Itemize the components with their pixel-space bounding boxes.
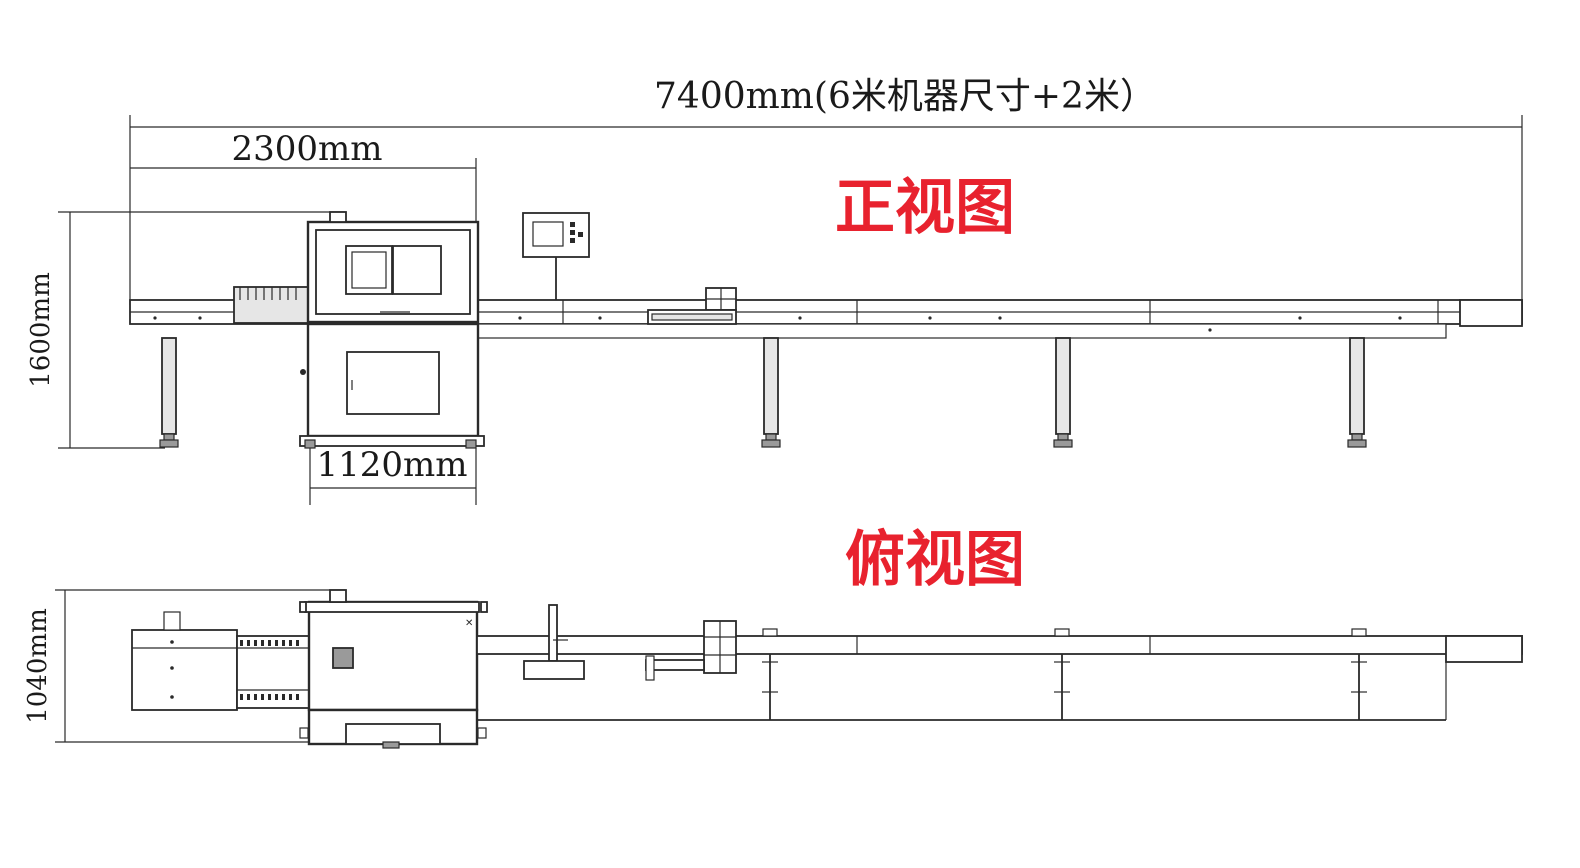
front-outfeed-end: [1459, 299, 1523, 327]
top-conveyor-brackets: [762, 628, 1367, 720]
front-sealer-window-right: [392, 245, 442, 295]
top-depth-label: 1040mm: [23, 608, 53, 723]
front-cabinet-door: [346, 351, 440, 415]
svg-text:✕: ✕: [465, 618, 473, 629]
top-conveyor-bed: [476, 635, 1523, 655]
front-leg: [161, 337, 177, 435]
front-leg: [763, 337, 779, 435]
top-sealer-control-box: [332, 647, 354, 669]
top-control-panel: [523, 660, 585, 680]
body-width-label: 1120mm: [316, 445, 467, 485]
top-view-title: 俯视图: [845, 525, 1025, 595]
top-view: ✕: [131, 589, 1523, 749]
front-height-label: 1600mm: [26, 272, 56, 387]
front-leg: [1349, 337, 1365, 435]
front-infeed-guard: [233, 286, 309, 324]
infeed-length-label: 2300mm: [231, 129, 382, 169]
front-view: [129, 211, 1523, 449]
overall-length-label: 7400mm(6米机器尺寸+2米）: [654, 76, 1156, 117]
top-pusher-arm: [645, 659, 705, 671]
front-conveyor-subrail: [475, 323, 1447, 339]
front-control-screen: [532, 221, 564, 247]
front-leg: [1055, 337, 1071, 435]
top-infeed-bed: [131, 629, 238, 711]
front-view-title: 正视图: [835, 173, 1015, 243]
top-control-post: [548, 604, 558, 662]
dimension-lines: [55, 115, 1523, 743]
top-outfeed-end: [1445, 635, 1523, 663]
front-conveyor-legs: [761, 337, 1367, 448]
